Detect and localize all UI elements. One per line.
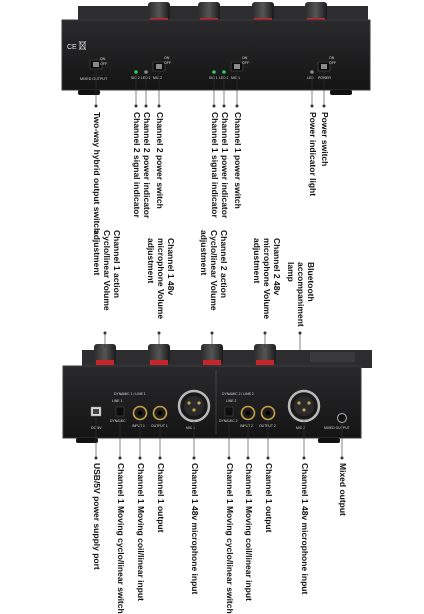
top-leader-lines: [94, 70, 326, 108]
ce-mark: CE: [67, 44, 77, 51]
channel-2-power-led: [144, 70, 148, 74]
label-usb-power-port: USB/5V power supply port: [92, 463, 102, 570]
label-two-way-hybrid-output-switch: Two-way hybrid output switch: [92, 112, 102, 234]
label-ch1-48v-input-2: Channel 1 48v microphone input: [300, 463, 310, 595]
label-ch2-48v-volume: Channel 2 48v microphone Volume adjustme…: [252, 238, 282, 320]
mixed-output-jack: [336, 412, 348, 424]
power-switch: [317, 61, 331, 72]
mixed-output-mark: MIXED OUTPUT: [80, 77, 108, 81]
bottom-knob-3: [201, 344, 223, 365]
bottom-knob-2: [148, 344, 170, 365]
bottom-bottom-leader-lines: [94, 418, 344, 460]
label-power-switch: Power switch: [320, 112, 330, 167]
ch1-dynamic-line-switch: [115, 406, 125, 417]
ch2-switch-on-mark: ON: [164, 56, 170, 60]
bluetooth-lamp-housing: [310, 352, 355, 362]
label-mixed-output: Mixed output: [338, 463, 348, 516]
power-switch-off-mark: OFF: [329, 61, 337, 65]
sig1-mark: SIG 1: [209, 76, 218, 80]
label-ch1-output-2: Channel 1 output: [264, 463, 274, 533]
label-ch1-moving-input: Channel 1 Moving coil/linear input: [136, 463, 146, 601]
mic2-mark: MIC 2: [153, 76, 162, 80]
mixed-output-switch: [89, 59, 103, 70]
mic2-rear-mark: MIC 2: [296, 426, 305, 430]
dynamic-mark: DYNAMIC: [110, 419, 126, 423]
channel-1-power-switch: [230, 61, 244, 72]
top-device-foot-right: [330, 90, 352, 95]
bottom-device-foot-left: [76, 438, 98, 443]
top-device: CE ON OFF MIXED OUTPUT ON OFF SIG 2 LED …: [61, 2, 371, 95]
led-mark: LED: [307, 76, 314, 80]
bottom-device-foot-right: [318, 438, 340, 443]
output2-mark: OUTPUT 2: [259, 424, 276, 428]
label-channel-1-power-switch: Channel 1 power switch: [233, 112, 243, 209]
mic1-mark: MIC 1: [231, 76, 240, 80]
line2-mark: LINE 2: [226, 399, 236, 403]
label-ch2-action-volume: Channel 2 action Cyclo/linear Volume adj…: [199, 230, 229, 311]
top-device-foot-left: [78, 90, 100, 95]
dynamic2-line2-mark: DYNAMIC 2 / LINE 2: [222, 392, 254, 396]
top-device-front-panel: [61, 19, 371, 91]
product-infographic: CE ON OFF MIXED OUTPUT ON OFF SIG 2 LED …: [61, 2, 372, 614]
dynamic2-mark: DYNAMIC 2: [219, 419, 238, 423]
bottom-knob-1: [94, 344, 116, 365]
label-ch1-moving-switch-2: Channel 1 Moving cyclo/linear switch: [225, 463, 235, 614]
ch1-switch-off-mark: OFF: [242, 61, 250, 65]
dc-mark: DC 5V: [91, 426, 102, 430]
bottom-knob-4: [254, 344, 276, 365]
label-ch1-action-volume: Channel 1 action Cyclo/linear Volume adj…: [92, 230, 122, 311]
output1-mark: OUTPUT 1: [151, 424, 168, 428]
input1-mark: INPUT 1: [132, 424, 145, 428]
weee-bin-icon: [78, 40, 87, 51]
power-switch-on-mark: ON: [329, 56, 335, 60]
channel-2-signal-led: [134, 70, 138, 74]
mixed-switch-on-mark: ON: [100, 57, 106, 61]
ch2-dynamic-line-switch: [224, 406, 234, 417]
ch1-switch-on-mark: ON: [242, 56, 248, 60]
channel-1-signal-led: [212, 70, 216, 74]
channel-1-power-led: [222, 70, 226, 74]
label-channel-1-power-indicator: Channel 1 power indicator: [220, 112, 230, 219]
input2-mark: INPUT 2: [240, 424, 253, 428]
product-illustration: CE ON OFF MIXED OUTPUT ON OFF SIG 2 LED …: [61, 2, 372, 460]
label-channel-2-power-switch: Channel 2 power switch: [155, 112, 165, 209]
mixed-output-rear-mark: MIXED OUTPUT: [324, 426, 350, 430]
channel-2-power-switch: [152, 61, 166, 72]
label-channel-2-signal-indicator: Channel 2 signal indicator: [132, 112, 142, 218]
label-ch1-output: Channel 1 output: [156, 463, 166, 533]
label-bluetooth-lamp: Bluetooth accompaniment lamp: [286, 262, 316, 327]
mic1-rear-mark: MIC 1: [186, 426, 195, 430]
bottom-top-leader-lines: [103, 331, 302, 358]
dynamic1-line1-mark: DYNAMIC 1 / LINE 1: [114, 392, 146, 396]
bottom-device: DC 5V LINE 1 DYNAMIC INPUT 1 OUTPUT 1 MI…: [62, 344, 372, 443]
label-ch1-moving-switch: Channel 1 Moving cyclo/linear switch: [116, 463, 126, 614]
ch2-switch-off-mark: OFF: [164, 61, 172, 65]
usb-port-inner: [93, 409, 99, 414]
label-ch1-48v-volume: Channel 1 48v microphone Volume adjustme…: [146, 238, 176, 320]
label-ch1-moving-input-2: Channel 1 Moving coil/linear input: [244, 463, 254, 601]
label-channel-1-signal-indicator: Channel 1 signal indicator: [210, 112, 220, 218]
power-indicator-led: [310, 70, 314, 74]
mixed-switch-off-mark: OFF: [100, 62, 108, 66]
label-power-indicator-light: Power indicator light: [308, 112, 318, 197]
line1-mark: LINE 1: [112, 399, 122, 403]
power-mark: POWER: [318, 76, 331, 80]
sig2-mark: SIG 2: [131, 76, 140, 80]
label-channel-2-power-indicator: Channel 2 power indicator: [142, 112, 152, 219]
label-ch1-48v-input: Channel 1 48v microphone input: [190, 463, 200, 595]
